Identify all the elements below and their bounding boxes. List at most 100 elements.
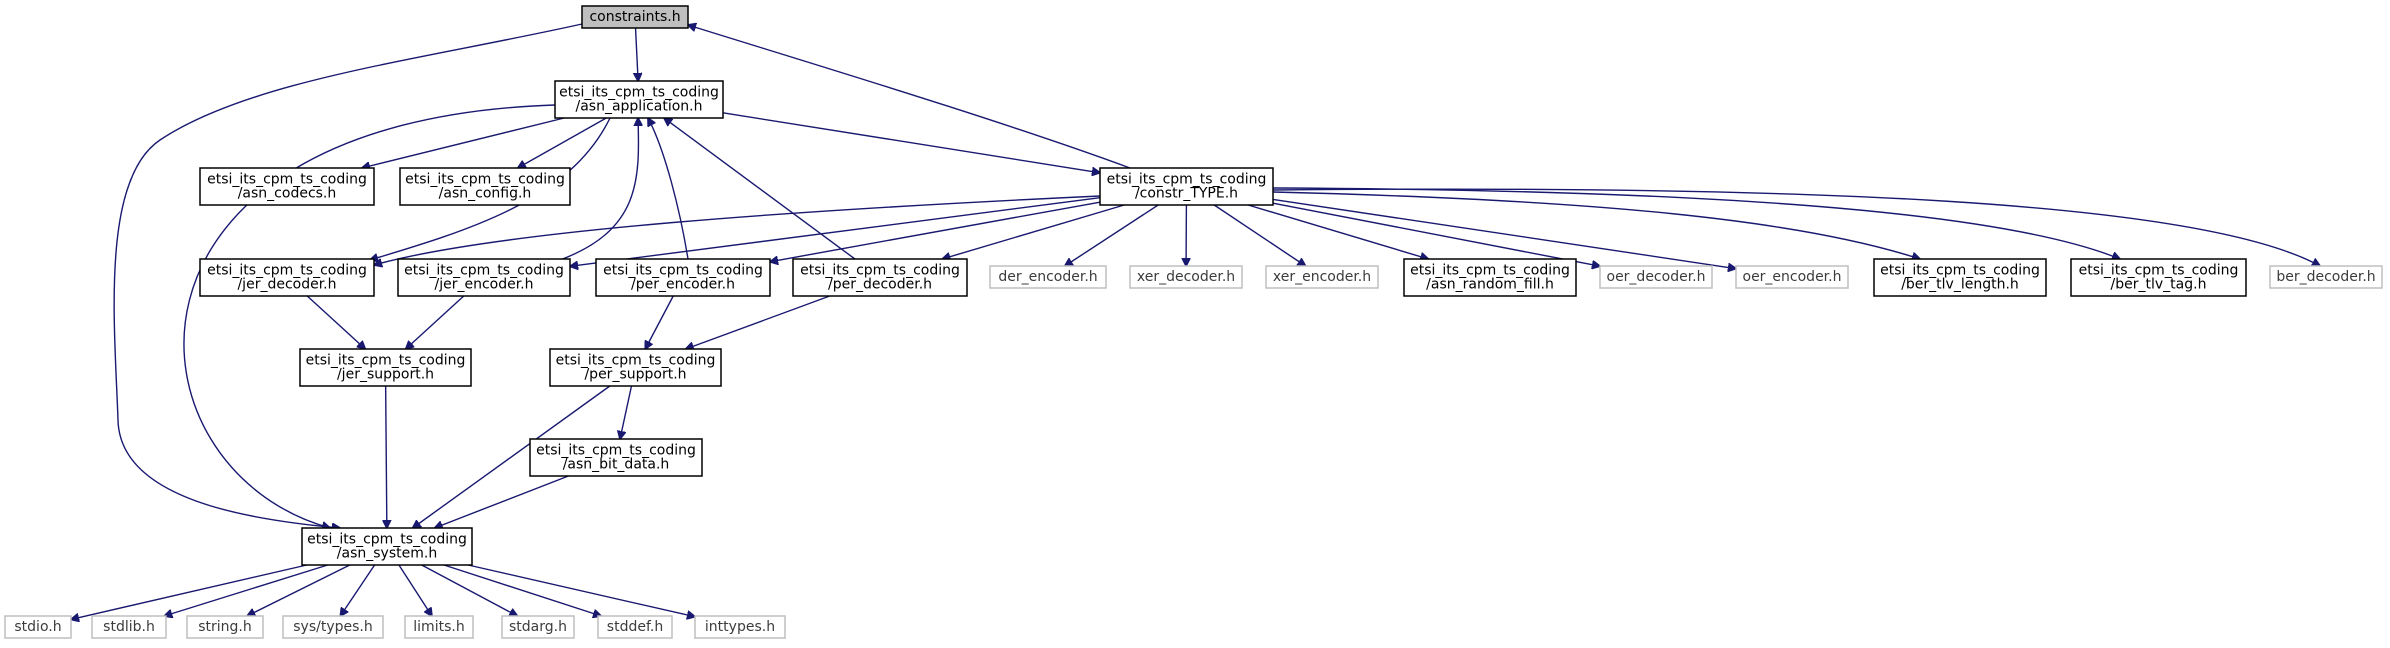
edge-asn_application-to-asn_config: [518, 117, 607, 168]
node-jer-encoder[interactable]: etsi_its_cpm_ts_coding/jer_encoder.h: [397, 258, 571, 297]
node-label: string.h: [198, 619, 252, 635]
edge-constr_type-to-per_decoder: [942, 204, 1125, 259]
node-asn-config[interactable]: etsi_its_cpm_ts_coding/asn_config.h: [399, 167, 571, 206]
node-label: /asn_config.h: [439, 186, 532, 202]
node-box: [792, 258, 968, 297]
node-box: [1129, 265, 1243, 289]
node-box: [1599, 265, 1713, 289]
node-stdarg[interactable]: stdarg.h: [501, 615, 575, 639]
node-label: etsi_its_cpm_ts_coding: [405, 172, 565, 188]
node-jer-support[interactable]: etsi_its_cpm_ts_coding/jer_support.h: [299, 348, 472, 387]
node-asn-random-fill[interactable]: etsi_its_cpm_ts_coding/asn_random_fill.h: [1403, 258, 1577, 297]
edge-asn_system-to-stdio: [71, 564, 307, 619]
node-box: [694, 615, 786, 639]
edge-asn_system-to-stddef: [443, 564, 601, 616]
node-box: [554, 80, 724, 119]
node-constraints[interactable]: constraints.h: [581, 5, 689, 29]
node-ber-tlv-length[interactable]: etsi_its_cpm_ts_coding/ber_tlv_length.h: [1873, 258, 2047, 297]
node-label: /ber_tlv_tag.h: [2111, 277, 2207, 293]
edge-per_decoder-to-per_support: [686, 295, 830, 349]
edge-constr_type-to-ber_tlv_length: [1272, 191, 1920, 259]
node-oer-encoder[interactable]: oer_encoder.h: [1735, 265, 1849, 289]
node-label: /per_decoder.h: [828, 277, 932, 293]
node-asn-system[interactable]: etsi_its_cpm_ts_coding/asn_system.h: [301, 527, 473, 566]
node-label: /per_support.h: [584, 367, 686, 383]
node-label: etsi_its_cpm_ts_coding: [207, 172, 367, 188]
node-stdlib[interactable]: stdlib.h: [91, 615, 167, 639]
edge-per_encoder-to-per_support: [645, 295, 674, 349]
node-label: /jer_support.h: [337, 367, 434, 383]
node-sys-types[interactable]: sys/types.h: [282, 615, 384, 639]
node-limits[interactable]: limits.h: [404, 615, 474, 639]
node-label: stddef.h: [607, 619, 663, 635]
node-box: [186, 615, 264, 639]
node-per-encoder[interactable]: etsi_its_cpm_ts_coding/per_encoder.h: [595, 258, 771, 297]
node-box: [529, 438, 703, 477]
node-box: [597, 615, 673, 639]
edge-constr_type-to-jer_decoder: [374, 195, 1101, 265]
node-per-support[interactable]: etsi_its_cpm_ts_coding/per_support.h: [549, 348, 722, 387]
node-label: /jer_encoder.h: [434, 277, 533, 293]
node-label: inttypes.h: [705, 619, 775, 635]
node-asn-bit-data[interactable]: etsi_its_cpm_ts_coding/asn_bit_data.h: [529, 438, 703, 477]
edge-constr_type-to-der_encoder: [1065, 204, 1159, 266]
node-stdio[interactable]: stdio.h: [4, 615, 72, 639]
edge-constr_type-to-oer_encoder: [1272, 198, 1736, 268]
edge-constr_type-to-oer_decoder: [1272, 202, 1600, 266]
edge-asn_system-to-string: [247, 564, 351, 616]
edge-asn_system-to-sys_types: [340, 564, 376, 616]
node-constr-type[interactable]: etsi_its_cpm_ts_coding/constr_TYPE.h: [1099, 167, 1274, 206]
edge-asn_application-to-asn_codecs: [362, 117, 565, 168]
edge-per_support-to-asn_system: [413, 385, 611, 528]
node-label: etsi_its_cpm_ts_coding: [1107, 172, 1267, 188]
node-box: [399, 167, 571, 206]
node-label: oer_encoder.h: [1743, 269, 1842, 285]
edge-constr_type-to-asn_random_fill: [1247, 204, 1428, 259]
node-box: [1873, 258, 2047, 297]
node-box: [91, 615, 167, 639]
node-ber-decoder[interactable]: ber_decoder.h: [2269, 265, 2383, 289]
node-label: etsi_its_cpm_ts_coding: [1410, 263, 1570, 279]
node-oer-decoder[interactable]: oer_decoder.h: [1599, 265, 1713, 289]
node-label: /asn_bit_data.h: [563, 457, 670, 473]
edge-jer_encoder-to-jer_support: [406, 295, 465, 349]
edge-constr_type-to-constraints: [688, 25, 1131, 169]
node-box: [199, 258, 375, 297]
node-box: [2070, 258, 2247, 297]
node-per-decoder[interactable]: etsi_its_cpm_ts_coding/per_decoder.h: [792, 258, 968, 297]
node-box: [397, 258, 571, 297]
node-string[interactable]: string.h: [186, 615, 264, 639]
edge-asn_application-to-asn_system: [183, 104, 556, 528]
edge-layer: [71, 24, 2320, 619]
node-box: [4, 615, 72, 639]
node-label: etsi_its_cpm_ts_coding: [603, 263, 763, 279]
node-label: etsi_its_cpm_ts_coding: [536, 443, 696, 459]
node-der-encoder[interactable]: der_encoder.h: [989, 265, 1107, 289]
edge-constr_type-to-jer_encoder: [570, 197, 1101, 267]
node-label: /asn_codecs.h: [238, 186, 337, 202]
node-box: [404, 615, 474, 639]
node-label: limits.h: [413, 619, 464, 635]
node-label: /ber_tlv_length.h: [1901, 277, 2019, 293]
edge-per_decoder-to-asn_application: [664, 118, 856, 260]
edge-per_support-to-asn_bit_data: [620, 385, 633, 439]
node-xer-decoder[interactable]: xer_decoder.h: [1129, 265, 1243, 289]
edge-asn_bit_data-to-asn_system: [435, 475, 569, 528]
node-label: der_encoder.h: [998, 269, 1097, 285]
node-stddef[interactable]: stddef.h: [597, 615, 673, 639]
node-inttypes[interactable]: inttypes.h: [694, 615, 786, 639]
node-box: [501, 615, 575, 639]
node-asn-codecs[interactable]: etsi_its_cpm_ts_coding/asn_codecs.h: [199, 167, 375, 206]
node-label: ber_decoder.h: [2276, 269, 2375, 285]
edge-constraints-to-asn_application: [636, 27, 639, 81]
node-jer-decoder[interactable]: etsi_its_cpm_ts_coding/jer_decoder.h: [199, 258, 375, 297]
node-ber-tlv-tag[interactable]: etsi_its_cpm_ts_coding/ber_tlv_tag.h: [2070, 258, 2247, 297]
node-box: [989, 265, 1107, 289]
node-asn-application[interactable]: etsi_its_cpm_ts_coding/asn_application.h: [554, 80, 724, 119]
node-box: [199, 167, 375, 206]
node-xer-encoder[interactable]: xer_encoder.h: [1265, 265, 1379, 289]
edge-jer_decoder-to-jer_support: [306, 295, 365, 349]
node-label: etsi_its_cpm_ts_coding: [2079, 263, 2239, 279]
edge-constr_type-to-per_encoder: [770, 201, 1101, 262]
node-label: stdlib.h: [103, 619, 155, 635]
